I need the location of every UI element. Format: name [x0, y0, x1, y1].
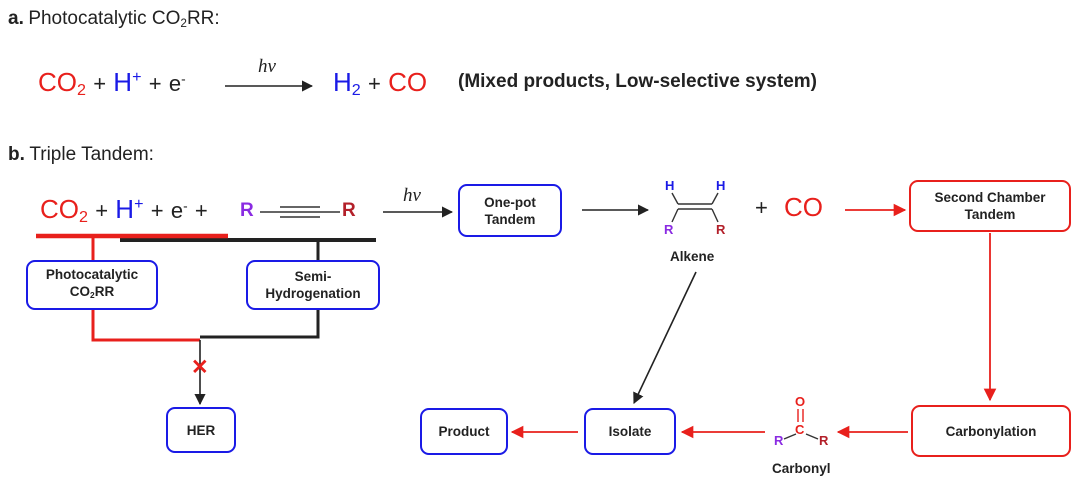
section-b-heading: b. Triple Tandem:	[8, 144, 154, 166]
semi-box-line2: Hydrogenation	[265, 286, 361, 301]
one-pot-tandem-box: One-pot Tandem	[458, 184, 562, 237]
carbonyl-o: O	[795, 394, 806, 409]
plus-sign: +	[367, 71, 381, 96]
e-sup: -	[183, 198, 188, 214]
equation-b-reactants: CO2 + H+ + e- +	[40, 194, 208, 227]
alkene-bond-hl	[671, 192, 679, 205]
h-sup: +	[134, 195, 144, 214]
h-text: H	[115, 194, 135, 224]
alkene-label: Alkene	[670, 249, 715, 264]
h2-text: H	[333, 67, 352, 97]
electron-formula-b: e-	[171, 198, 188, 223]
co2-sub: 2	[77, 81, 86, 100]
co2-formula-b: CO2	[40, 194, 88, 227]
e-text: e	[170, 198, 184, 223]
alkene-bond-rr	[711, 208, 719, 223]
section-b-title: Triple Tandem:	[29, 144, 154, 165]
plus-sign: +	[194, 198, 208, 223]
product-box: Product	[420, 408, 508, 455]
semi-box-line1: Semi-	[294, 269, 332, 284]
e-text: e	[168, 71, 182, 96]
plus-sign: +	[95, 198, 109, 223]
plus-sign: +	[150, 198, 164, 223]
second-box-line2: Tandem	[964, 207, 1016, 222]
carbonyl-label: Carbonyl	[772, 461, 831, 476]
alkene-h-left: H	[665, 178, 675, 193]
section-a-letter: a.	[8, 8, 24, 29]
red-convergence-line	[91, 310, 200, 342]
photo-box-line1: Photocatalytic	[45, 266, 139, 282]
section-a-title: Photocatalytic CO2RR:	[28, 8, 220, 30]
selectivity-note: (Mixed products, Low-selective system)	[458, 71, 817, 92]
e-sup: -	[181, 71, 186, 87]
isolate-box: Isolate	[584, 408, 676, 455]
carbonyl-r-left: R	[774, 433, 784, 448]
plus-sign-co: +	[755, 195, 768, 220]
plus-sign: +	[93, 71, 107, 96]
carbonyl-r-right: R	[819, 433, 829, 448]
her-box: HER	[166, 407, 236, 453]
photo-box-co: CO	[69, 283, 91, 299]
equation-a-products: H2 + CO	[333, 67, 427, 100]
hv-label-b: hv	[403, 185, 421, 206]
co2-sub: 2	[79, 208, 88, 227]
co-formula: CO	[388, 67, 428, 97]
equation-a-reactants: CO2 + H+ + e-	[38, 67, 186, 100]
proton-formula: H+	[113, 67, 141, 97]
alkene-bond-hr	[711, 192, 719, 205]
photo-box-sub: 2	[90, 290, 95, 301]
blocked-cross-icon: ✕	[191, 356, 209, 379]
carbonyl-bond-left	[783, 433, 797, 440]
photocatalytic-co2rr-box: Photocatalytic CO2RR	[26, 260, 158, 310]
h-text: H	[113, 67, 133, 97]
co-product: CO	[784, 192, 823, 222]
carbonylation-box: Carbonylation	[911, 405, 1071, 457]
hv-label-a: hv	[258, 56, 276, 77]
photo-box-line2: CO2RR	[46, 283, 138, 304]
co2-text: CO	[40, 194, 79, 224]
alkene-r-left: R	[664, 222, 674, 237]
alkene-bond-rl	[671, 208, 679, 223]
second-box-line1: Second Chamber	[934, 190, 1046, 205]
h2-sub: 2	[351, 81, 361, 100]
section-a-title-text: Photocatalytic CO	[28, 8, 181, 29]
section-a-title-suffix: RR:	[186, 8, 220, 29]
section-b-letter: b.	[8, 144, 25, 165]
alkyne-r-left: R	[240, 200, 254, 221]
alkene-to-isolate-arrow	[633, 271, 697, 405]
co2-formula: CO2	[38, 67, 86, 100]
proton-formula-b: H+	[115, 194, 143, 224]
carbonyl-c: C	[795, 422, 805, 437]
onepot-box-line1: One-pot	[484, 194, 536, 210]
photo-box-rr: RR	[94, 283, 115, 299]
second-chamber-tandem-box: Second Chamber Tandem	[909, 180, 1071, 232]
alkene-r-right: R	[716, 222, 726, 237]
co2-text: CO	[38, 67, 77, 97]
h-sup: +	[132, 68, 142, 87]
onepot-box-line2: Tandem	[484, 211, 536, 227]
electron-formula: e-	[169, 71, 186, 96]
section-a-heading: a. Photocatalytic CO2RR:	[8, 8, 220, 30]
alkyne-r-right: R	[342, 200, 356, 221]
plus-sign: +	[148, 71, 162, 96]
semi-hydrogenation-box: Semi- Hydrogenation	[246, 260, 380, 310]
alkene-h-right: H	[716, 178, 726, 193]
carbonyl-bond-right	[805, 433, 819, 440]
section-a-title-sub: 2	[180, 16, 187, 30]
black-convergence-line	[200, 310, 320, 339]
h2-formula: H2	[333, 67, 361, 100]
